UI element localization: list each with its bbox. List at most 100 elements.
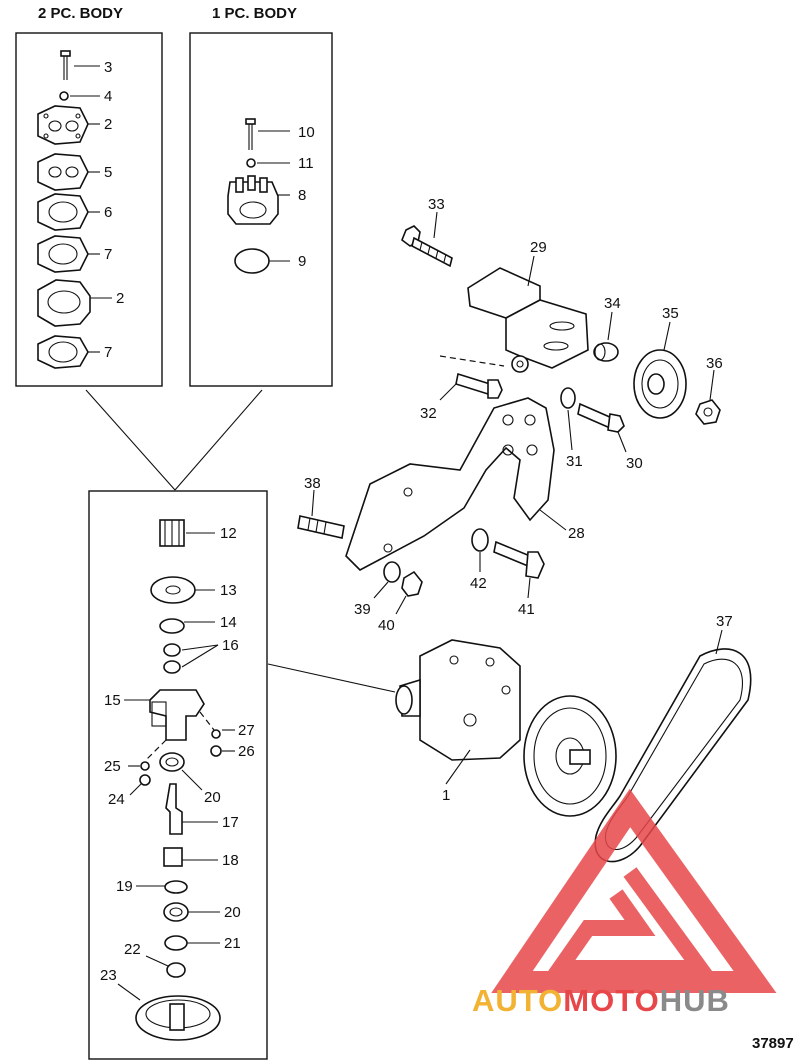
part-18-sleeve (163, 847, 218, 867)
callout-8: 8 (298, 187, 306, 204)
callout-20a: 20 (204, 789, 221, 806)
watermark-text: AUTOMOTOHUB (472, 983, 730, 1018)
header-1pc-body: 1 PC. BODY (212, 5, 297, 22)
callout-20b: 20 (224, 904, 241, 921)
part-4-washer (59, 91, 100, 101)
part-29-support-bracket (467, 255, 589, 373)
part-28-mounting-bracket (345, 397, 567, 571)
part-16-seals (163, 643, 219, 674)
panel-pump-internals (88, 490, 268, 1060)
callout-24: 24 (108, 791, 125, 808)
callout-5: 5 (104, 164, 112, 181)
callout-1: 1 (442, 787, 450, 804)
part-32-bolt (439, 355, 505, 401)
part-22-nut (145, 955, 186, 978)
callout-17: 17 (222, 814, 239, 831)
part-35-idler-pulley (633, 321, 687, 419)
callout-37: 37 (716, 613, 733, 630)
part-42-washer (471, 528, 489, 572)
part-31-washer (560, 387, 576, 451)
part-2-body-housing (37, 279, 112, 327)
part-41-bolt (493, 540, 545, 599)
callout-7b: 7 (104, 344, 112, 361)
panel-2pc-body (15, 32, 163, 387)
part-12-impeller (159, 519, 215, 547)
callout-9: 9 (298, 253, 306, 270)
part-2-cover-plate (37, 105, 100, 145)
part-38-stud (297, 489, 345, 539)
part-15-bearing-housing (124, 689, 215, 761)
part-14-o-ring (159, 618, 215, 634)
callout-32: 32 (420, 405, 437, 422)
part-40-nut (395, 570, 423, 615)
callout-3: 3 (104, 59, 112, 76)
callout-29: 29 (530, 239, 547, 256)
callout-30: 30 (626, 455, 643, 472)
header-2pc-body: 2 PC. BODY (38, 5, 123, 22)
callout-42: 42 (470, 575, 487, 592)
callout-21: 21 (224, 935, 241, 952)
part-27-nut (211, 729, 235, 739)
part-30-bolt (577, 402, 627, 453)
callout-28: 28 (568, 525, 585, 542)
part-20-bearing-lower (163, 902, 220, 922)
figure-number: 37897 (752, 1035, 794, 1052)
panel-connector-lines (85, 389, 396, 693)
panel-1pc-body (189, 32, 333, 387)
callout-7a: 7 (104, 246, 112, 263)
callout-40: 40 (378, 617, 395, 634)
callout-4: 4 (104, 88, 112, 105)
callout-2a: 2 (104, 116, 112, 133)
callout-33: 33 (428, 196, 445, 213)
callout-23: 23 (100, 967, 117, 984)
callout-6: 6 (104, 204, 112, 221)
part-25-nut (128, 761, 150, 771)
watermark-moto: MOTO (563, 983, 659, 1018)
part-19-washer (136, 880, 188, 894)
callout-38: 38 (304, 475, 321, 492)
callout-19: 19 (116, 878, 133, 895)
part-17-shaft (165, 783, 218, 835)
callout-34: 34 (604, 295, 621, 312)
part-21-retaining-ring (164, 935, 220, 951)
callout-15: 15 (104, 692, 121, 709)
part-13-plate (150, 576, 215, 604)
part-7-gasket-lower (37, 335, 100, 369)
part-34-spacer (593, 311, 619, 362)
part-24-washer (129, 774, 151, 796)
part-33-bolt (401, 211, 453, 268)
watermark-hub: HUB (660, 983, 730, 1018)
callout-35: 35 (662, 305, 679, 322)
callout-25: 25 (104, 758, 121, 775)
part-1-pump-assembly (395, 639, 617, 817)
watermark-triangle-outer (491, 788, 777, 993)
part-23-pulley (117, 983, 221, 1041)
part-3-screw (60, 50, 100, 80)
part-10-screw (245, 118, 290, 150)
callout-26: 26 (238, 743, 255, 760)
part-6-wear-plate (37, 193, 100, 231)
callout-10: 10 (298, 124, 315, 141)
callout-2b: 2 (116, 290, 124, 307)
callout-36: 36 (706, 355, 723, 372)
part-11-washer (246, 158, 290, 168)
part-26-washer (210, 745, 235, 757)
part-39-washer (373, 561, 401, 599)
callout-11: 11 (298, 155, 314, 172)
callout-18: 18 (222, 852, 239, 869)
watermark-logo (491, 788, 777, 993)
watermark-triangle-inner (544, 867, 716, 976)
watermark-auto: AUTO (472, 983, 563, 1018)
callout-12: 12 (220, 525, 237, 542)
callout-39: 39 (354, 601, 371, 618)
callout-14: 14 (220, 614, 237, 631)
part-20-bearing-upper (159, 752, 203, 791)
part-36-nut (695, 369, 721, 425)
callout-31: 31 (566, 453, 583, 470)
callout-16: 16 (222, 637, 239, 654)
callout-13: 13 (220, 582, 237, 599)
part-5-gasket (37, 153, 100, 191)
part-7-gasket-upper (37, 235, 100, 273)
callout-27: 27 (238, 722, 255, 739)
